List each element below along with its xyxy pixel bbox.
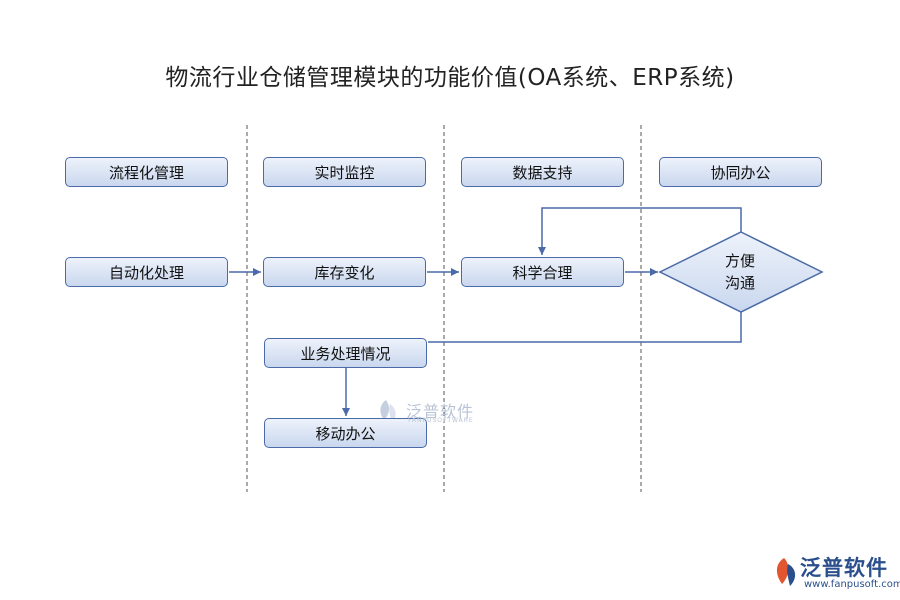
node-scientific: 科学合理 (461, 257, 624, 287)
decision-label-line1: 方便 (724, 252, 755, 270)
node-inventory: 库存变化 (263, 257, 426, 287)
page-title: 物流行业仓储管理模块的功能价值(OA系统、ERP系统) (165, 65, 735, 91)
watermark-center-sub: FANPUSOFTWARE (408, 417, 474, 424)
brand-name: 泛普软件 (800, 556, 888, 580)
node-automation: 自动化处理 (65, 257, 228, 287)
arrow-decision-loop-to-scientific (538, 207, 742, 255)
watermark-logo-icon (380, 400, 396, 422)
node-business: 业务处理情况 (264, 338, 427, 368)
decision-label: 方便 沟通 (700, 250, 780, 296)
node-collaboration: 协同办公 (659, 157, 822, 187)
watermark-center-name: 泛普软件 (406, 402, 475, 421)
node-process: 流程化管理 (65, 157, 228, 187)
node-data-support: 数据支持 (461, 157, 624, 187)
brand-logo-icon (776, 558, 796, 586)
watermark-center: 泛普软件 FANPUSOFTWARE (376, 398, 496, 428)
brand-url: www.fanpusoft.com (804, 579, 900, 590)
decision-label-line2: 沟通 (724, 274, 755, 292)
brand-watermark: 泛普软件 www.fanpusoft.com (770, 552, 900, 596)
node-mobile: 移动办公 (264, 418, 427, 448)
node-monitor: 实时监控 (263, 157, 426, 187)
line-decision-to-business (428, 312, 742, 343)
